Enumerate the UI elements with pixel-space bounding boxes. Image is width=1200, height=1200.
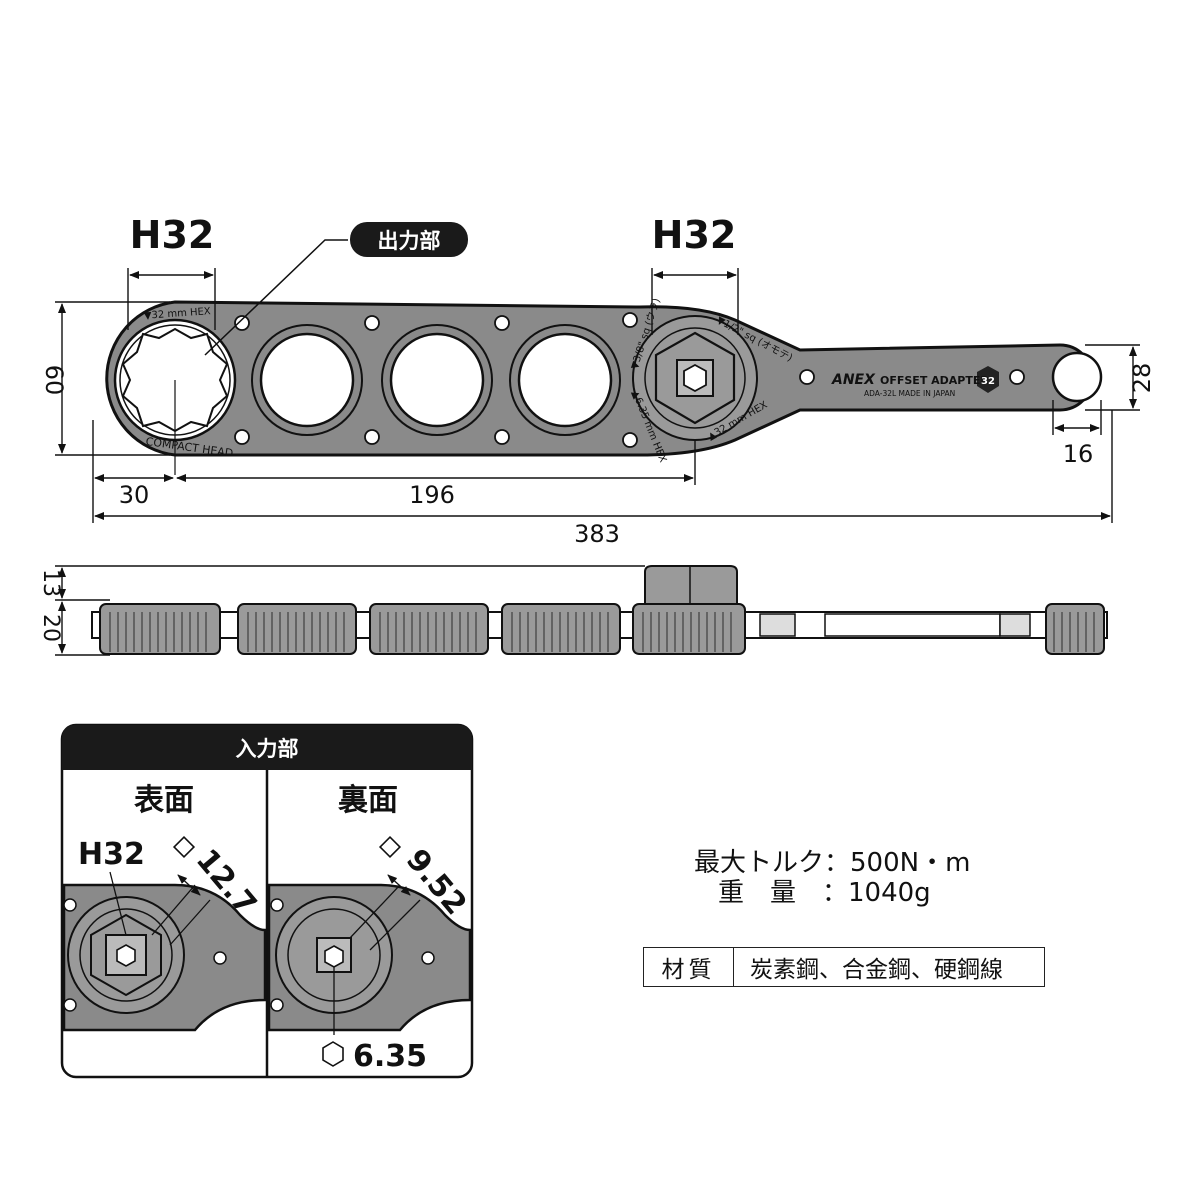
back-hex-size: 6.35 [353, 1039, 427, 1074]
top-view [55, 222, 1140, 523]
dim-16: 16 [1063, 440, 1094, 468]
label-h32-left: H32 [130, 213, 215, 257]
front-face-title: 表面 [134, 783, 194, 818]
back-face-title: 裏面 [338, 783, 398, 818]
front-h32-label: H32 [78, 837, 145, 872]
size-badge-text: 32 [981, 376, 995, 387]
front-face-drawing [62, 835, 267, 1032]
brand-logo: ANEX [831, 372, 876, 388]
dim-13: 13 [38, 569, 63, 597]
callout-output-box [350, 222, 468, 257]
callout-leader [204, 239, 348, 356]
size-badge-hex [977, 366, 999, 393]
product-name: OFFSET ADAPTER [880, 374, 989, 387]
input-panel-header: 入力部 [236, 737, 299, 761]
holes [251, 324, 621, 436]
end-ring [1051, 351, 1103, 403]
dim-30: 30 [119, 481, 150, 509]
material-table: 材質 炭素鋼、合金鋼、硬鋼線 [643, 947, 1045, 987]
hex-symbol [322, 1041, 344, 1067]
dim-28: 28 [1128, 363, 1156, 394]
label-h32-right: H32 [652, 213, 737, 257]
rivets [234, 312, 1025, 448]
weight-line: 重 量 ：1040g [718, 878, 931, 908]
material-label: 材質 [644, 948, 734, 986]
dim-60: 60 [40, 365, 68, 396]
max-torque-line: 最大トルク：500N・m [694, 848, 971, 878]
material-value: 炭素鋼、合金鋼、硬鋼線 [750, 957, 1003, 983]
dimension-lines [55, 268, 1140, 523]
dim-20: 20 [38, 614, 63, 642]
twelve-point-socket [113, 318, 237, 475]
input-panel [60, 723, 474, 1079]
callout-output-label: 出力部 [378, 229, 441, 253]
model-text: ADA-32L MADE IN JAPAN [864, 389, 955, 398]
back-face-drawing [267, 835, 472, 1067]
ring-text-32hex: ▼32 mm HEX [144, 306, 212, 322]
dim-383: 383 [574, 520, 620, 548]
dim-196: 196 [409, 481, 455, 509]
side-view [55, 565, 1108, 656]
side-hex-nut [644, 565, 738, 605]
input-head [632, 315, 758, 441]
